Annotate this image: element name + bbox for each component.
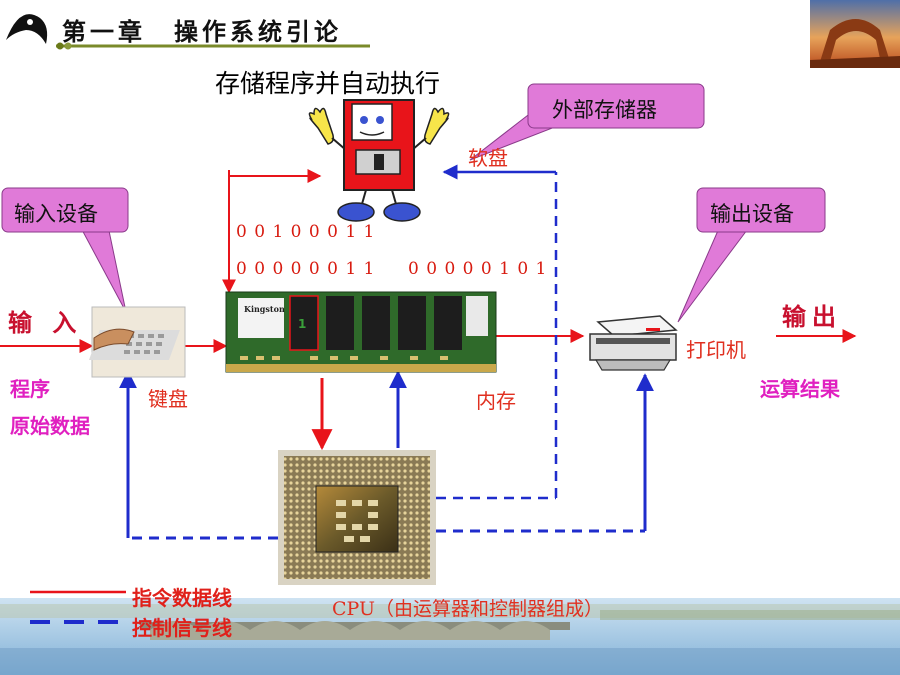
cpu-label: CPU（由运算器和控制器组成） [332,598,604,620]
diagram-subtitle: 存储程序并自动执行 [215,69,441,98]
bits-row-1: 0 0 1 0 0 0 1 1 [236,222,376,242]
floppy-disk-icon [308,99,450,222]
data-lines [0,169,857,451]
program-label: 程序 [10,377,50,401]
cpu-chip-icon [278,450,436,585]
raw-data-label: 原始数据 [10,414,90,438]
bits-row-2-right: 0 0 0 0 0 1 0 1 [408,259,548,279]
callout-external-storage [469,83,705,161]
input-label: 输 入 [8,308,83,337]
output-label: 输出 [782,302,842,331]
header-logo-icon [6,14,48,44]
floppy-label: 软盘 [468,146,508,170]
landscape-photo [810,0,900,68]
bridge-scenery [0,598,900,675]
header-underline [56,42,370,50]
ram-module-icon: Kingston 1 [225,291,497,373]
keyboard-icon [88,306,186,378]
ram-chip-mark: 1 [298,317,306,331]
printer-label: 打印机 [686,338,746,362]
chapter-title: 第一章 操作系统引论 [62,17,342,46]
callout-output-device [677,187,826,323]
callout-input-device-label: 输入设备 [14,202,98,226]
printer-icon [589,315,678,371]
legend-swatches [30,590,126,624]
results-label: 运算结果 [760,377,840,401]
legend-control-line-label: 控制信号线 [132,616,232,640]
keyboard-label: 键盘 [148,387,188,411]
ram-brand-label: Kingston [244,304,285,314]
memory-label: 内存 [476,389,516,413]
legend-data-line-label: 指令数据线 [132,586,232,610]
callout-input-device [1,187,129,313]
callout-external-storage-label: 外部存储器 [552,98,657,122]
bits-row-2-left: 0 0 0 0 0 0 1 1 [236,259,376,279]
control-lines [119,164,654,540]
callout-output-device-label: 输出设备 [710,202,794,226]
